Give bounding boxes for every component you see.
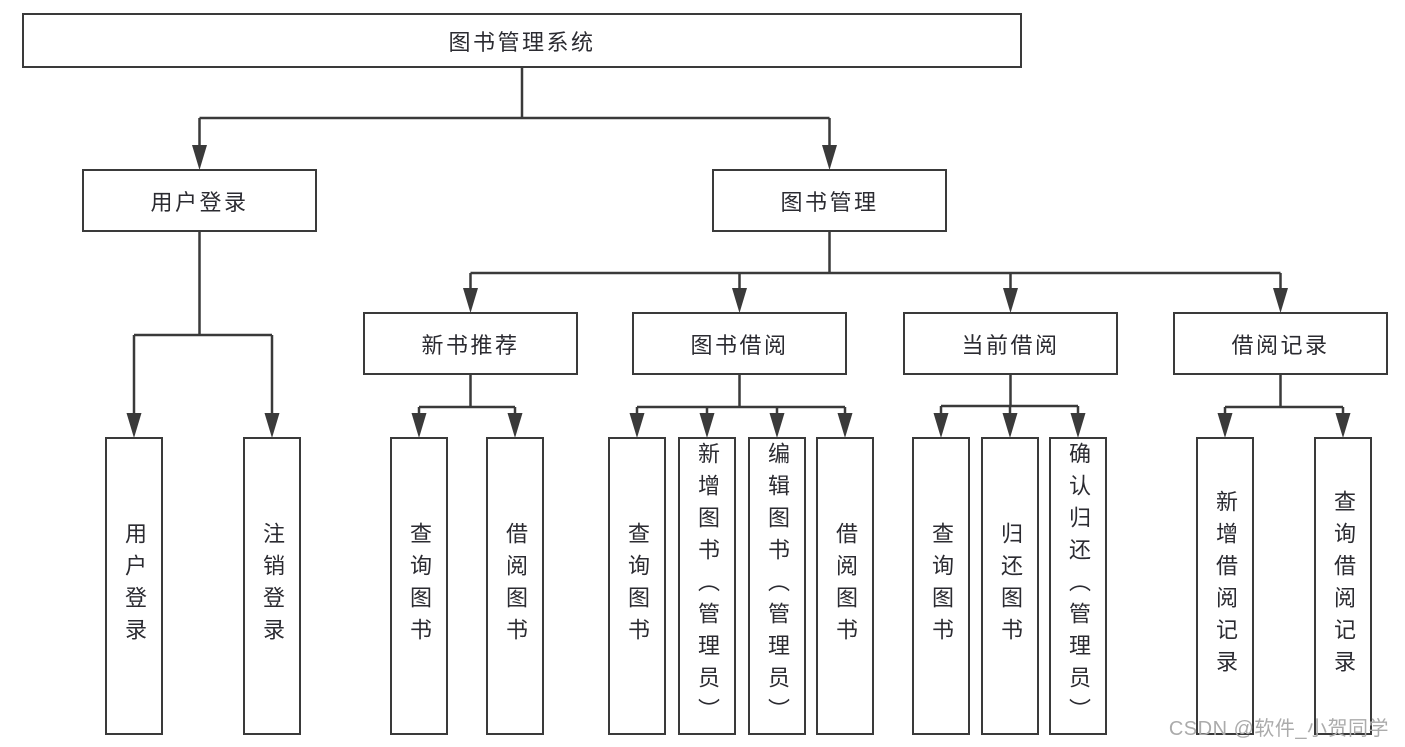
arrowhead-icon: [732, 288, 747, 313]
arrowhead-icon: [507, 413, 523, 438]
node-leaf-bb-borrow: 借阅图书: [816, 437, 874, 735]
arrowhead-icon: [1335, 413, 1351, 438]
node-label-leaf-br-query: 查询借阅记录: [1331, 490, 1356, 682]
arrowhead-icon: [629, 413, 645, 438]
node-label-leaf-br-add: 新增借阅记录: [1213, 490, 1238, 682]
node-leaf-br-add: 新增借阅记录: [1196, 437, 1254, 735]
node-new-book-rec: 新书推荐: [363, 312, 578, 375]
node-label-current-borrow: 当前借阅: [961, 332, 1060, 358]
node-leaf-bb-edit: 编辑图书（管理员）: [748, 437, 806, 735]
arrowhead-icon: [463, 288, 478, 313]
arrowhead-icon: [837, 413, 853, 438]
node-label-leaf-logout: 注销登录: [260, 522, 285, 650]
arrowhead-icon: [822, 145, 837, 170]
arrowhead-icon: [192, 145, 207, 170]
node-book-mgmt: 图书管理: [712, 169, 947, 232]
node-leaf-user-login: 用户登录: [105, 437, 163, 735]
node-leaf-bb-query: 查询图书: [608, 437, 666, 735]
node-label-leaf-user-login: 用户登录: [122, 522, 147, 650]
node-leaf-bb-add: 新增图书（管理员）: [678, 437, 736, 735]
node-leaf-br-query: 查询借阅记录: [1314, 437, 1372, 735]
arrowhead-icon: [411, 413, 427, 438]
node-label-borrow-records: 借阅记录: [1231, 332, 1330, 358]
watermark: CSDN @软件_小贺同学: [1168, 718, 1389, 740]
arrowhead-icon: [933, 413, 949, 438]
arrowhead-icon: [1002, 413, 1018, 438]
node-label-leaf-bb-add: 新增图书（管理员）: [695, 442, 720, 730]
node-label-leaf-bb-borrow: 借阅图书: [833, 522, 858, 650]
node-leaf-logout: 注销登录: [243, 437, 301, 735]
node-label-book-mgmt: 图书管理: [780, 189, 879, 215]
node-current-borrow: 当前借阅: [903, 312, 1118, 375]
node-label-leaf-rec-borrow: 借阅图书: [503, 522, 528, 650]
arrowhead-icon: [1070, 413, 1086, 438]
node-label-leaf-bb-query: 查询图书: [625, 522, 650, 650]
node-label-book-borrow: 图书借阅: [690, 332, 789, 358]
arrowhead-icon: [699, 413, 715, 438]
node-book-borrow: 图书借阅: [632, 312, 847, 375]
node-leaf-cb-confirm: 确认归还（管理员）: [1049, 437, 1107, 735]
arrowhead-icon: [1273, 288, 1288, 313]
node-label-leaf-cb-return: 归还图书: [998, 522, 1023, 650]
node-label-leaf-bb-edit: 编辑图书（管理员）: [765, 442, 790, 730]
node-label-leaf-rec-query: 查询图书: [407, 522, 432, 650]
node-user-login: 用户登录: [82, 169, 317, 232]
node-leaf-rec-query: 查询图书: [390, 437, 448, 735]
arrowhead-icon: [769, 413, 785, 438]
arrowhead-icon: [1003, 288, 1018, 313]
arrowhead-icon: [1217, 413, 1233, 438]
connector-lines: [132, 68, 1345, 417]
node-leaf-cb-query: 查询图书: [912, 437, 970, 735]
node-leaf-cb-return: 归还图书: [981, 437, 1039, 735]
node-label-root: 图书管理系统: [448, 29, 596, 55]
arrowhead-icon: [264, 413, 280, 438]
arrowhead-icon: [126, 413, 142, 438]
node-leaf-rec-borrow: 借阅图书: [486, 437, 544, 735]
node-label-leaf-cb-confirm: 确认归还（管理员）: [1066, 442, 1091, 730]
node-label-leaf-cb-query: 查询图书: [929, 522, 954, 650]
node-root: 图书管理系统: [22, 13, 1022, 68]
node-borrow-records: 借阅记录: [1173, 312, 1388, 375]
node-label-user-login: 用户登录: [150, 189, 249, 215]
node-label-new-book-rec: 新书推荐: [421, 332, 520, 358]
